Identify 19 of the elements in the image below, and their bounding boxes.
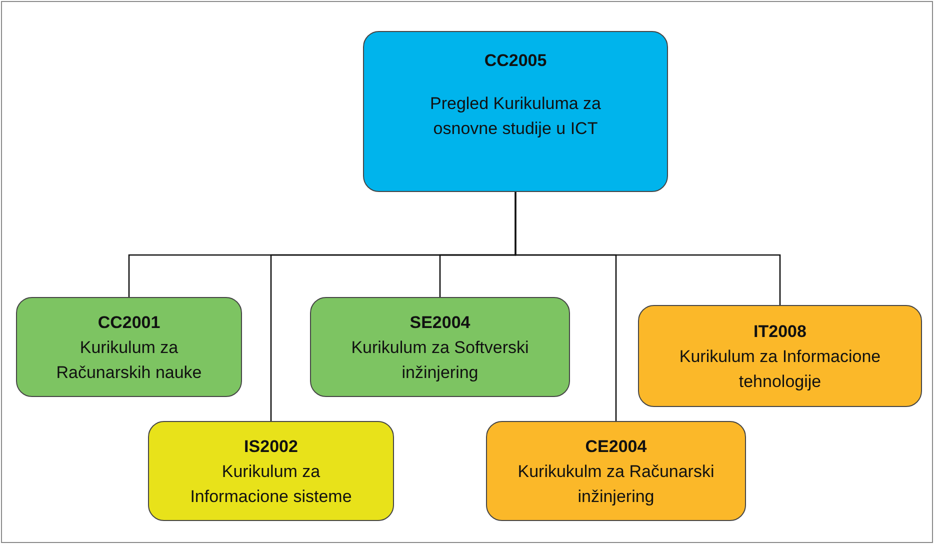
curriculum-title: Kurikulum za Informacione sisteme [189, 460, 353, 508]
code-heading: CC2001 [98, 312, 160, 334]
curriculum-title: Pregled Kurikuluma za osnovne studije u ICT [428, 93, 602, 140]
curriculum-title: Kurikulum za Softverski inžinjering [350, 336, 530, 384]
code-heading: CE2004 [585, 436, 647, 458]
curriculum-box [148, 421, 394, 521]
curriculum-title: Kurikulum za Računarskih nauke [55, 336, 203, 384]
connector-line [514, 192, 781, 305]
curriculum-title: Kurikukulm za Računarski inžinjering [516, 460, 716, 508]
code-heading: IS2002 [244, 436, 298, 458]
code-heading: CC2005 [484, 50, 547, 72]
code-heading: IT2008 [754, 320, 806, 342]
curriculum-box [638, 305, 922, 407]
curriculum-box [16, 297, 242, 397]
curriculum-box [310, 297, 570, 397]
curriculum-title: Kurikulum za Informacione tehnologije [678, 346, 882, 392]
code-heading: SE2004 [410, 312, 470, 334]
curriculum-box [363, 31, 668, 192]
curriculum-box [486, 421, 746, 521]
